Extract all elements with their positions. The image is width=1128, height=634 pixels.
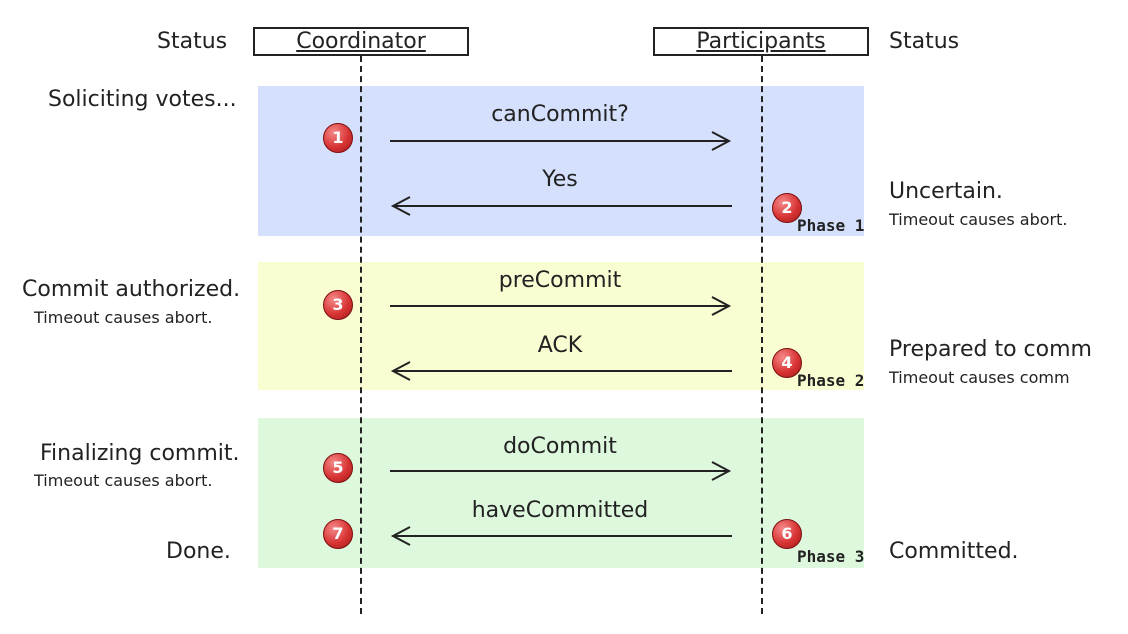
message-havecommitted-label: haveCommitted bbox=[471, 498, 649, 523]
message-ack-label: ACK bbox=[537, 333, 583, 358]
step-5-marker: 5 bbox=[323, 453, 353, 483]
step-3-marker: 3 bbox=[323, 290, 353, 320]
coordinator-note-phase-2: Timeout causes abort. bbox=[34, 308, 213, 327]
message-docommit-label: doCommit bbox=[503, 434, 617, 459]
phase-1-label: Phase 1 bbox=[797, 216, 865, 235]
message-havecommitted-arrow bbox=[390, 526, 732, 546]
participants-lifeline bbox=[761, 56, 763, 614]
step-6-marker: 6 bbox=[772, 519, 802, 549]
step-7-marker: 7 bbox=[323, 519, 353, 549]
message-yes-label: Yes bbox=[542, 167, 578, 192]
status-left-header: Status bbox=[157, 29, 228, 54]
coordinator-note-phase-3: Timeout causes abort. bbox=[34, 471, 213, 490]
participant-note-phase-1: Timeout causes abort. bbox=[889, 210, 1068, 229]
step-2-marker: 2 bbox=[772, 193, 802, 223]
phase-1-band bbox=[258, 86, 864, 236]
coordinator-status-finalizing: Finalizing commit. bbox=[40, 441, 240, 466]
coordinator-status-authorized: Commit authorized. bbox=[22, 277, 241, 302]
message-precommit-arrow bbox=[390, 296, 732, 316]
coordinator-status-done: Done. bbox=[166, 539, 231, 564]
message-cancommit-label: canCommit? bbox=[491, 102, 629, 127]
phase-2-band bbox=[258, 262, 864, 390]
message-precommit-label: preCommit bbox=[498, 268, 622, 293]
participant-status-prepared: Prepared to comm bbox=[889, 337, 1092, 362]
participants-header: Participants bbox=[653, 27, 869, 56]
step-4-marker: 4 bbox=[772, 348, 802, 378]
participant-note-phase-2: Timeout causes comm bbox=[889, 368, 1070, 387]
coordinator-status-soliciting: Soliciting votes... bbox=[48, 87, 237, 112]
phase-3-label: Phase 3 bbox=[797, 547, 865, 566]
status-right-header: Status bbox=[889, 29, 960, 54]
coordinator-label: Coordinator bbox=[296, 29, 426, 54]
message-docommit-arrow bbox=[390, 461, 732, 481]
participants-label: Participants bbox=[696, 29, 826, 54]
coordinator-header: Coordinator bbox=[253, 27, 469, 56]
participant-status-committed: Committed. bbox=[889, 539, 1019, 564]
message-ack-arrow bbox=[390, 361, 732, 381]
message-cancommit-arrow bbox=[390, 131, 732, 151]
phase-2-label: Phase 2 bbox=[797, 371, 865, 390]
message-yes-arrow bbox=[390, 196, 732, 216]
coordinator-lifeline bbox=[360, 56, 362, 614]
phase-3-band bbox=[258, 418, 864, 568]
step-1-marker: 1 bbox=[323, 123, 353, 153]
participant-status-uncertain: Uncertain. bbox=[889, 179, 1003, 204]
